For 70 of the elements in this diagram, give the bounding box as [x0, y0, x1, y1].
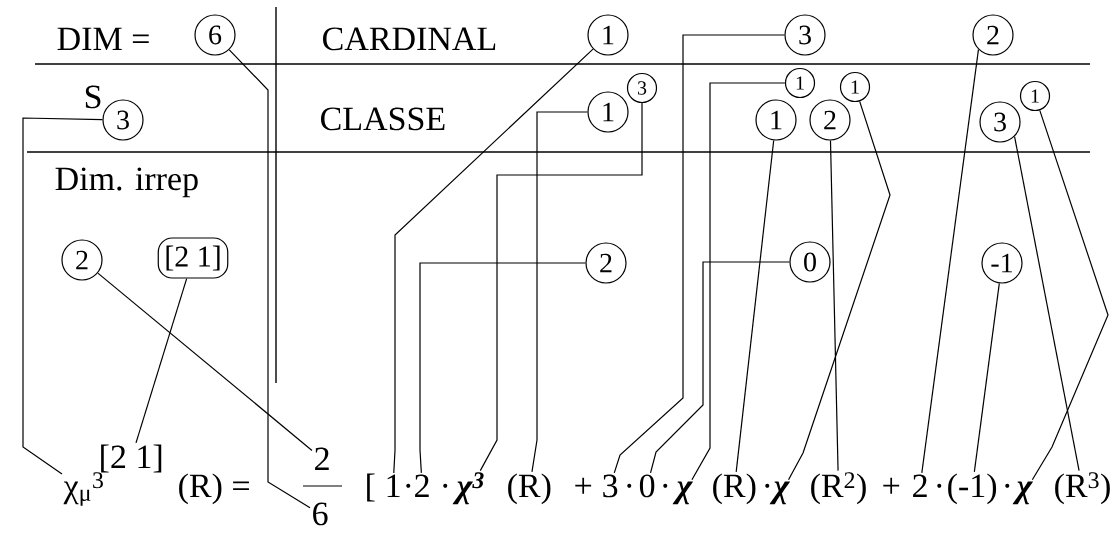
formula-term: 1	[387, 474, 400, 497]
circled-number: 1	[755, 99, 797, 141]
circled-number: 3	[784, 14, 826, 56]
circled-number: 2	[585, 242, 627, 284]
formula-term: 2	[913, 474, 927, 497]
table-heading: CLASSE	[321, 107, 445, 131]
operator: ·	[937, 483, 942, 488]
formula-term: 0	[639, 474, 655, 498]
formula-term: [2 1]	[101, 444, 162, 473]
leader-line	[973, 282, 1000, 473]
leader-line	[22, 117, 103, 475]
leader-line	[921, 48, 980, 474]
leader-line	[691, 82, 786, 481]
operator: +	[883, 477, 900, 494]
leader-line	[419, 262, 586, 474]
formula-term: 3	[603, 474, 618, 498]
operator: ·	[765, 483, 770, 488]
circled-number: 2	[61, 239, 103, 281]
table-heading: S	[85, 85, 101, 109]
leader-line	[228, 49, 311, 509]
formula-term: 6	[313, 502, 328, 526]
leader-line	[1014, 135, 1080, 472]
circled-number: 2	[809, 99, 851, 141]
leader-line	[829, 140, 839, 472]
circled-number: 3	[102, 99, 144, 141]
operator: ·	[627, 483, 632, 488]
leader-line	[479, 102, 643, 472]
circled-number: 3	[626, 72, 658, 104]
formula-term: χ	[1012, 481, 1033, 505]
leader-line	[1031, 109, 1109, 481]
leader-line	[649, 261, 790, 474]
leader-line	[735, 139, 775, 473]
circled-number: 0	[789, 241, 831, 283]
circled-number: -1	[981, 242, 1023, 284]
formula-term: χ	[672, 481, 693, 505]
circled-number: 1	[784, 67, 816, 99]
formula-term: (R)	[508, 473, 551, 505]
circled-number: 1	[587, 14, 629, 56]
formula-term: (-1)	[948, 473, 997, 505]
leader-line	[531, 111, 588, 473]
operator: ·	[663, 483, 668, 488]
operator: ·	[406, 483, 411, 488]
formula-term: (R$^{2}$)	[811, 472, 866, 505]
formula-term: (R$^{3}$)	[1055, 472, 1110, 505]
circled-number: 3	[979, 101, 1021, 143]
operator: +	[575, 477, 592, 494]
formula-term: 2	[315, 447, 329, 470]
table-heading: Dim. irrep	[55, 167, 198, 198]
formula-term: (R) =	[179, 473, 249, 505]
leader-line	[787, 100, 891, 481]
operator: ·	[443, 483, 448, 488]
circled-number: 6	[194, 14, 236, 56]
table-heading: CARDINAL	[323, 27, 496, 51]
rounded-box: [2 1]	[157, 237, 229, 279]
operator: ·	[1005, 483, 1010, 488]
formula-term: (R)	[713, 473, 756, 505]
leader-line	[393, 48, 594, 474]
circled-number: 1	[587, 91, 629, 133]
leader-line	[135, 278, 188, 444]
leader-line	[613, 34, 785, 474]
formula-term: χ$^{3}$	[452, 472, 484, 505]
table-heading: DIM =	[57, 27, 149, 51]
formula-term: χ	[769, 481, 790, 505]
circled-number: 1	[1019, 80, 1051, 112]
formula-term: χ$_{μ}$$^{3}$	[63, 472, 103, 506]
leader-line	[97, 272, 313, 452]
bracket: [	[367, 473, 375, 502]
formula-term: 2	[415, 474, 429, 497]
circled-number: 1	[839, 71, 871, 103]
circled-number: 2	[972, 14, 1014, 56]
